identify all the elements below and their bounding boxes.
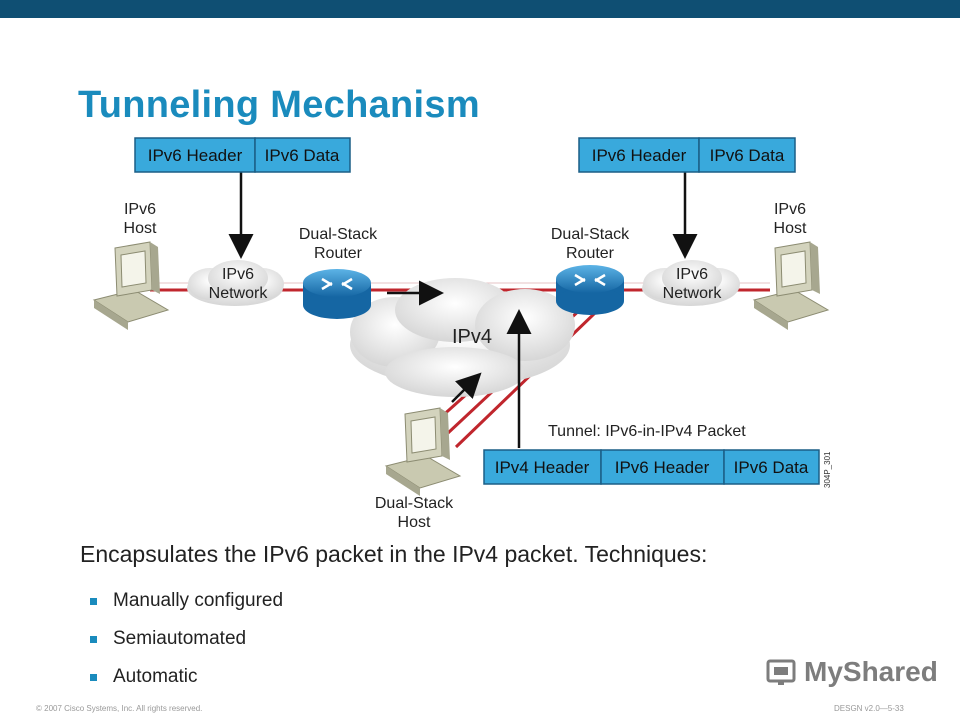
right-network-label-1: IPv6 (676, 266, 708, 283)
tunnel-ipv6-header: IPv6 Header (615, 458, 710, 477)
right-router-icon (556, 265, 624, 315)
myshared-logo: MyShared (766, 656, 938, 688)
left-packet-header: IPv6 Header (148, 146, 243, 165)
right-host-computer-icon (752, 241, 830, 330)
left-network-label-1: IPv6 (222, 266, 254, 283)
tunnel-label: Tunnel: IPv6-in-IPv4 Packet (548, 423, 746, 440)
right-packet: IPv6 Header IPv6 Data (578, 137, 796, 173)
list-item: Manually configured (90, 582, 283, 620)
bullet-square-icon (90, 597, 97, 605)
figure-id: 304P_301 (823, 451, 832, 488)
right-packet-data: IPv6 Data (710, 146, 785, 165)
left-router-label-2: Router (314, 245, 363, 262)
dual-stack-host-computer-icon (384, 407, 462, 496)
left-host-label-2: Host (124, 220, 157, 237)
dual-host-label-2: Host (398, 514, 431, 531)
logo-mark-icon (766, 659, 796, 685)
arrow-diagonal (451, 372, 482, 403)
top-bar (0, 0, 960, 18)
ipv4-label: IPv4 (452, 326, 492, 348)
lead-text: Encapsulates the IPv6 packet in the IPv4… (80, 541, 708, 567)
right-packet-header: IPv6 Header (592, 146, 687, 165)
bullet-square-icon (90, 635, 97, 643)
dual-host-label-1: Dual-Stack (375, 495, 454, 512)
tunnel-packet: IPv4 Header IPv6 Header IPv6 Data (483, 449, 820, 485)
tunnel-ipv4-header: IPv4 Header (495, 458, 590, 477)
logo-text: MyShared (804, 656, 938, 687)
slide-code-footer: DESGN v2.0—5-33 (834, 704, 904, 713)
right-host-label-1: IPv6 (774, 201, 806, 218)
ipv4-cloud (350, 278, 575, 397)
left-ipv6-network-cloud (187, 260, 284, 306)
right-host-label-2: Host (774, 220, 807, 237)
right-router-label-2: Router (566, 245, 615, 262)
right-ipv6-network-cloud (642, 260, 740, 306)
copyright-footer: © 2007 Cisco Systems, Inc. All rights re… (36, 704, 203, 713)
left-router-icon (303, 269, 371, 319)
left-host-label-1: IPv6 (124, 201, 156, 218)
right-router-label-1: Dual-Stack (551, 226, 630, 243)
tunnel-ipv6-data: IPv6 Data (734, 458, 809, 477)
list-item: Automatic (90, 658, 283, 696)
bullet-square-icon (90, 673, 97, 681)
left-host-computer-icon (92, 241, 170, 330)
list-item: Semiautomated (90, 620, 283, 658)
technique-list: Manually configured Semiautomated Automa… (90, 582, 283, 696)
right-network-label-2: Network (663, 285, 723, 302)
left-packet: IPv6 Header IPv6 Data (134, 137, 351, 173)
left-network-label-2: Network (209, 285, 269, 302)
left-router-label-1: Dual-Stack (299, 226, 378, 243)
left-packet-data: IPv6 Data (265, 146, 340, 165)
slide-title: Tunneling Mechanism (78, 84, 480, 126)
